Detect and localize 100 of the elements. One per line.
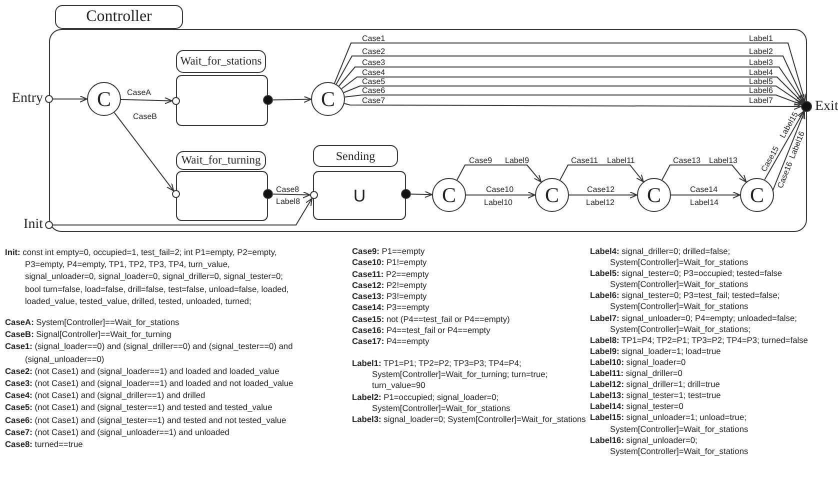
transition-arrow xyxy=(670,192,740,198)
edge-label: CaseA xyxy=(127,88,152,97)
definition-text: CaseA: System[Controller]==Wait_for_stations xyxy=(5,316,180,328)
transition-arrow xyxy=(344,94,802,106)
choice-circle: C xyxy=(740,178,774,212)
exit-point xyxy=(263,189,273,199)
edge-label: Case7 xyxy=(362,96,386,104)
transition-arrow xyxy=(272,96,312,103)
edge-label: Case5 xyxy=(362,76,386,86)
action-label: Label13 xyxy=(709,156,738,165)
transition-arrow xyxy=(764,110,804,180)
edge-label: Case4 xyxy=(362,68,386,76)
action-label: Label3 xyxy=(748,58,773,66)
definition-text: Case3: (not Case1) and (signal_loader==1) and loaded and not loaded_value xyxy=(5,377,294,390)
definition-text: Case11: P2==empty xyxy=(352,268,430,280)
transition-arrow xyxy=(52,198,312,226)
state-name: Wait_for_turning xyxy=(181,154,261,166)
definition-text: Label8: TP1=P4; TP2=P1; TP3=P2; TP4=P3; turned=false xyxy=(590,334,809,346)
definition-text: Case17: P4==empty xyxy=(352,336,430,348)
transition-arrow xyxy=(344,102,802,110)
edge-label: Case1 xyxy=(362,34,386,42)
edge-label: Case8 xyxy=(276,185,300,194)
definition-text: Label1: TP1=P1; TP2=P2; TP3=P3; TP4=P4; System[Controller]=Wait_for_turning; turn=true; turn_value=90 xyxy=(352,358,549,392)
transition-arrow xyxy=(338,66,804,102)
state-name: Wait_for_stations xyxy=(180,56,262,68)
transition-arrow xyxy=(343,86,802,104)
choice-circle: C xyxy=(535,178,569,212)
definition-text: Case12: P2!=empty xyxy=(352,280,428,292)
state-marker: U xyxy=(353,187,366,204)
action-label: Label11 xyxy=(607,156,635,165)
transition-arrow xyxy=(410,190,432,198)
definition-text: Label13: signal_tester=1; test=true xyxy=(590,390,722,402)
definition-text: Label9: signal_loader=1; load=true xyxy=(590,346,722,357)
exit-point xyxy=(401,189,411,199)
transition-arrow xyxy=(772,111,806,191)
definition-text: Case13: P3!=empty xyxy=(352,291,428,302)
action-label: Label12 xyxy=(586,198,614,207)
definition-text: Label14: signal_tester=0 xyxy=(590,401,684,412)
definition-text: Case15: not (P4==test_fail or P4==empty) xyxy=(352,314,511,326)
action-label: Label10 xyxy=(484,198,512,207)
point-label: Entry xyxy=(12,92,43,106)
transition-arrow xyxy=(52,96,88,102)
definition-text: Label11: signal_driller=0 xyxy=(590,368,684,380)
edge-label: Case14 xyxy=(690,185,718,194)
entry-point xyxy=(172,190,180,198)
definition-text: Label3: signal_loader=0; System[Controller]=Wait_for_stations xyxy=(352,414,587,426)
transition-arrow xyxy=(466,192,536,198)
transition-arrow xyxy=(120,97,172,104)
edge-label: Case10 xyxy=(486,185,514,194)
choice-circle: C xyxy=(87,82,121,116)
point-label: Init xyxy=(24,218,43,232)
action-label: Label4 xyxy=(748,68,773,76)
transition-arrow xyxy=(560,164,644,182)
definition-text: Case10: P1!=empty xyxy=(352,257,428,269)
definition-text: Case14: P3==empty xyxy=(352,302,430,314)
transition-arrow xyxy=(341,76,804,104)
definition-text: Case2: (not Case1) and (signal_loader==1) and loaded and loaded_value xyxy=(5,364,280,378)
entry-point xyxy=(45,221,53,229)
action-label: Label2 xyxy=(748,46,773,56)
action-label: Label6 xyxy=(748,86,773,94)
definition-text: Case4: (not Case1) and (signal_driller==1) and drilled xyxy=(5,389,206,402)
edge-label: CaseB xyxy=(133,112,158,121)
edge-label: Case3 xyxy=(362,58,386,66)
exit-point xyxy=(263,95,273,105)
superstate-box xyxy=(49,5,807,232)
definition-text: Case8: turned==true xyxy=(5,438,84,450)
choice-circle: C xyxy=(432,178,466,212)
definition-text: Label7: signal_unloader=0; P4=empty; unloaded=false; System[Controller]=Wait_for_stations; xyxy=(590,312,798,335)
choice-circle: C xyxy=(311,82,345,116)
edge-label: Case6 xyxy=(362,86,386,94)
definition-text: Label16: signal_unloader=0; System[Controller]=Wait_for_stations xyxy=(590,434,750,457)
edge-label: Case11 xyxy=(571,156,598,165)
entry-point xyxy=(172,97,180,105)
definition-text: Case7: (not Case1) and (signal_unloader==1) and unloaded xyxy=(5,426,230,438)
definition-text: Case9: P1==empty xyxy=(352,246,426,258)
state-name: Controller xyxy=(86,9,152,25)
definition-text: Init: const int empty=0, occupied=1, test_fail=2; int P1=empty, P2=empty, P3=empty, P4=empty, TP1, TP2, TP3, TP4, turn_value, signal_unloader=0, signal_loader=0, signal_driller=0, signal_tester=0; bool turn=false, load=false, drill=false, test=false, unload=false, loaded, loaded_value, tested_value, drilled, tested, unloaded, turned; xyxy=(5,246,290,308)
definition-text: Case1: (signal_loader==0) and (signal_driller==0) and (signal_tester==0) and (signal_unloader==0) xyxy=(5,340,294,365)
state-box xyxy=(313,145,406,220)
action-label: Label1 xyxy=(748,34,773,42)
definition-text: Label10: signal_loader=0 xyxy=(590,356,687,368)
edge-label: Case12 xyxy=(587,185,615,194)
transition-arrow xyxy=(336,56,805,102)
definition-text: Label12: signal_driller=1; drill=true xyxy=(590,379,721,390)
state-name: Sending xyxy=(336,150,376,162)
transition-arrow xyxy=(334,42,806,102)
edge-label: Case9 xyxy=(469,156,492,165)
definition-text: Case6: (not Case1) and (signal_tester==1) and tested and not tested_value xyxy=(5,414,288,426)
edge-label: Case2 xyxy=(362,46,386,56)
transition-arrow xyxy=(568,192,638,198)
action-label: Label8 xyxy=(276,197,300,206)
entry-point xyxy=(45,95,53,103)
action-label: Label14 xyxy=(690,198,718,207)
edge-label: Case13 xyxy=(673,156,701,165)
choice-circle: C xyxy=(637,178,671,212)
action-label: Label5 xyxy=(748,76,773,86)
transition-arrow xyxy=(662,164,747,182)
action-label: Label7 xyxy=(748,96,773,104)
entry-point xyxy=(310,191,318,199)
definition-text: CaseB: Signal[Controller]==Wait_for_turning xyxy=(5,328,172,340)
